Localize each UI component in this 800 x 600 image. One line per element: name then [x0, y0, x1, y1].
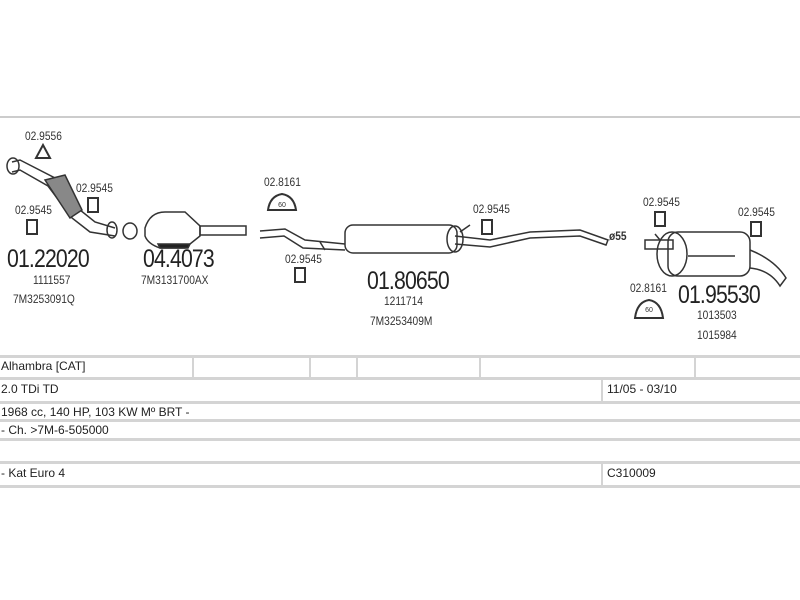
part-ref: 1015984 — [697, 328, 737, 342]
part-ref: 1013503 — [697, 308, 737, 322]
exhaust-diagram: 60 60 — [6, 142, 787, 319]
part-ref: 1211714 — [384, 294, 423, 308]
diameter-label: ø55 — [609, 229, 627, 243]
rear-inlet — [644, 239, 674, 250]
part-code: 01.22020 — [7, 245, 90, 273]
hanger-icon — [481, 219, 493, 235]
fitting-label: 02.9556 — [25, 129, 62, 143]
fitting-label: 02.9545 — [15, 203, 52, 217]
clamp-icon — [633, 298, 665, 319]
middle-pipe — [259, 228, 346, 245]
part-ref: 7M3131700AX — [141, 273, 209, 287]
part-ref: 7M3253091Q — [13, 292, 75, 306]
part-code: 04.4073 — [143, 245, 215, 273]
clamp-size: 60 — [278, 202, 286, 209]
hanger-icon — [34, 142, 52, 159]
middle-silencer — [344, 224, 458, 254]
model-cell: Alhambra [CAT] — [1, 359, 86, 373]
front-pipe-flex — [43, 174, 83, 220]
fitting-label: 02.9545 — [738, 205, 775, 219]
ref-cell: C310009 — [607, 466, 656, 480]
part-code: 01.95530 — [678, 281, 761, 309]
cat-flange — [122, 222, 138, 240]
hanger-icon — [654, 211, 666, 227]
part-ref: 7M3253409M — [370, 314, 433, 328]
hanger-icons — [26, 142, 762, 319]
rear-silencer — [667, 231, 751, 277]
fitting-label: 02.9545 — [285, 252, 322, 266]
fitting-label: 02.8161 — [264, 175, 301, 189]
fitting-label: 02.8161 — [630, 281, 667, 295]
fitting-label: 02.9545 — [473, 202, 510, 216]
part-ref: 1111557 — [33, 273, 71, 287]
clamp-size: 60 — [645, 307, 653, 314]
part-code: 01.80650 — [367, 267, 450, 295]
top-divider — [0, 116, 800, 118]
chassis-cell: - Ch. >7M-6-505000 — [1, 423, 109, 437]
spec-cell: 1968 cc, 140 HP, 103 KW Mº BRT - — [1, 405, 190, 419]
clamp-icon — [266, 192, 298, 211]
fitting-label: 02.9545 — [643, 195, 680, 209]
engine-cell: 2.0 TDi TD — [1, 382, 59, 396]
hanger-icon — [26, 219, 38, 235]
years-cell: 11/05 - 03/10 — [607, 382, 677, 396]
hanger-icon — [87, 197, 99, 213]
hanger-icon — [294, 267, 306, 283]
fitting-label: 02.9545 — [76, 181, 113, 195]
catalytic-converter — [144, 211, 201, 249]
note-cell: - Kat Euro 4 — [1, 466, 66, 480]
hanger-icon — [750, 221, 762, 237]
